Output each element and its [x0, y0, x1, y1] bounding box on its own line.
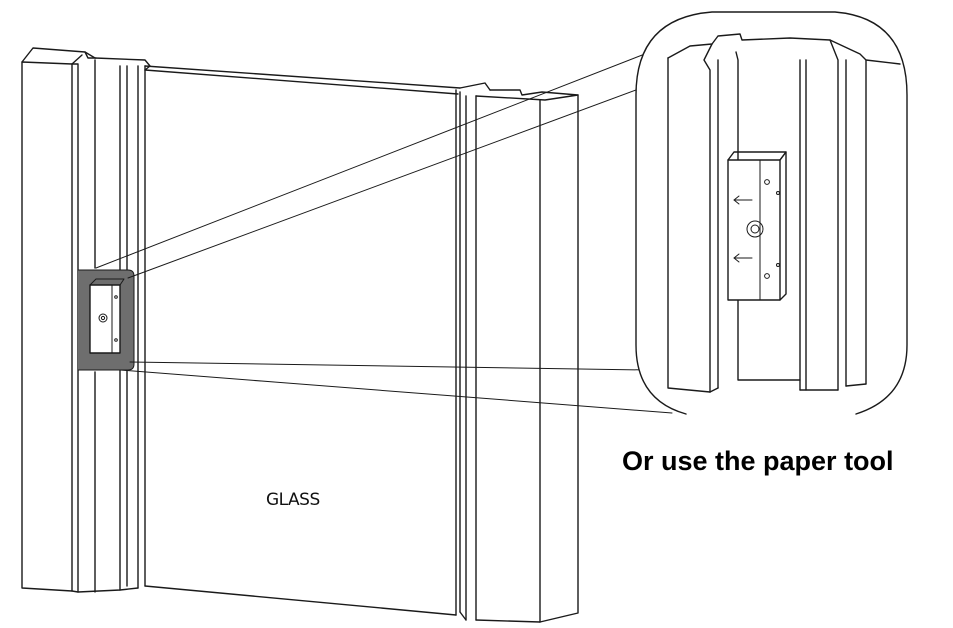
- right-frame-post: [459, 82, 579, 623]
- glass-label: GLASS: [266, 490, 320, 510]
- zoom-callout-lines: [95, 51, 673, 414]
- caption-text: Or use the paper tool: [622, 446, 894, 476]
- magnified-lock: [727, 151, 787, 301]
- lock-highlight: [77, 269, 135, 371]
- glass-door-panel: GLASS: [144, 65, 461, 616]
- magnetic-lock: [89, 284, 121, 354]
- magnified-detail: [635, 11, 908, 415]
